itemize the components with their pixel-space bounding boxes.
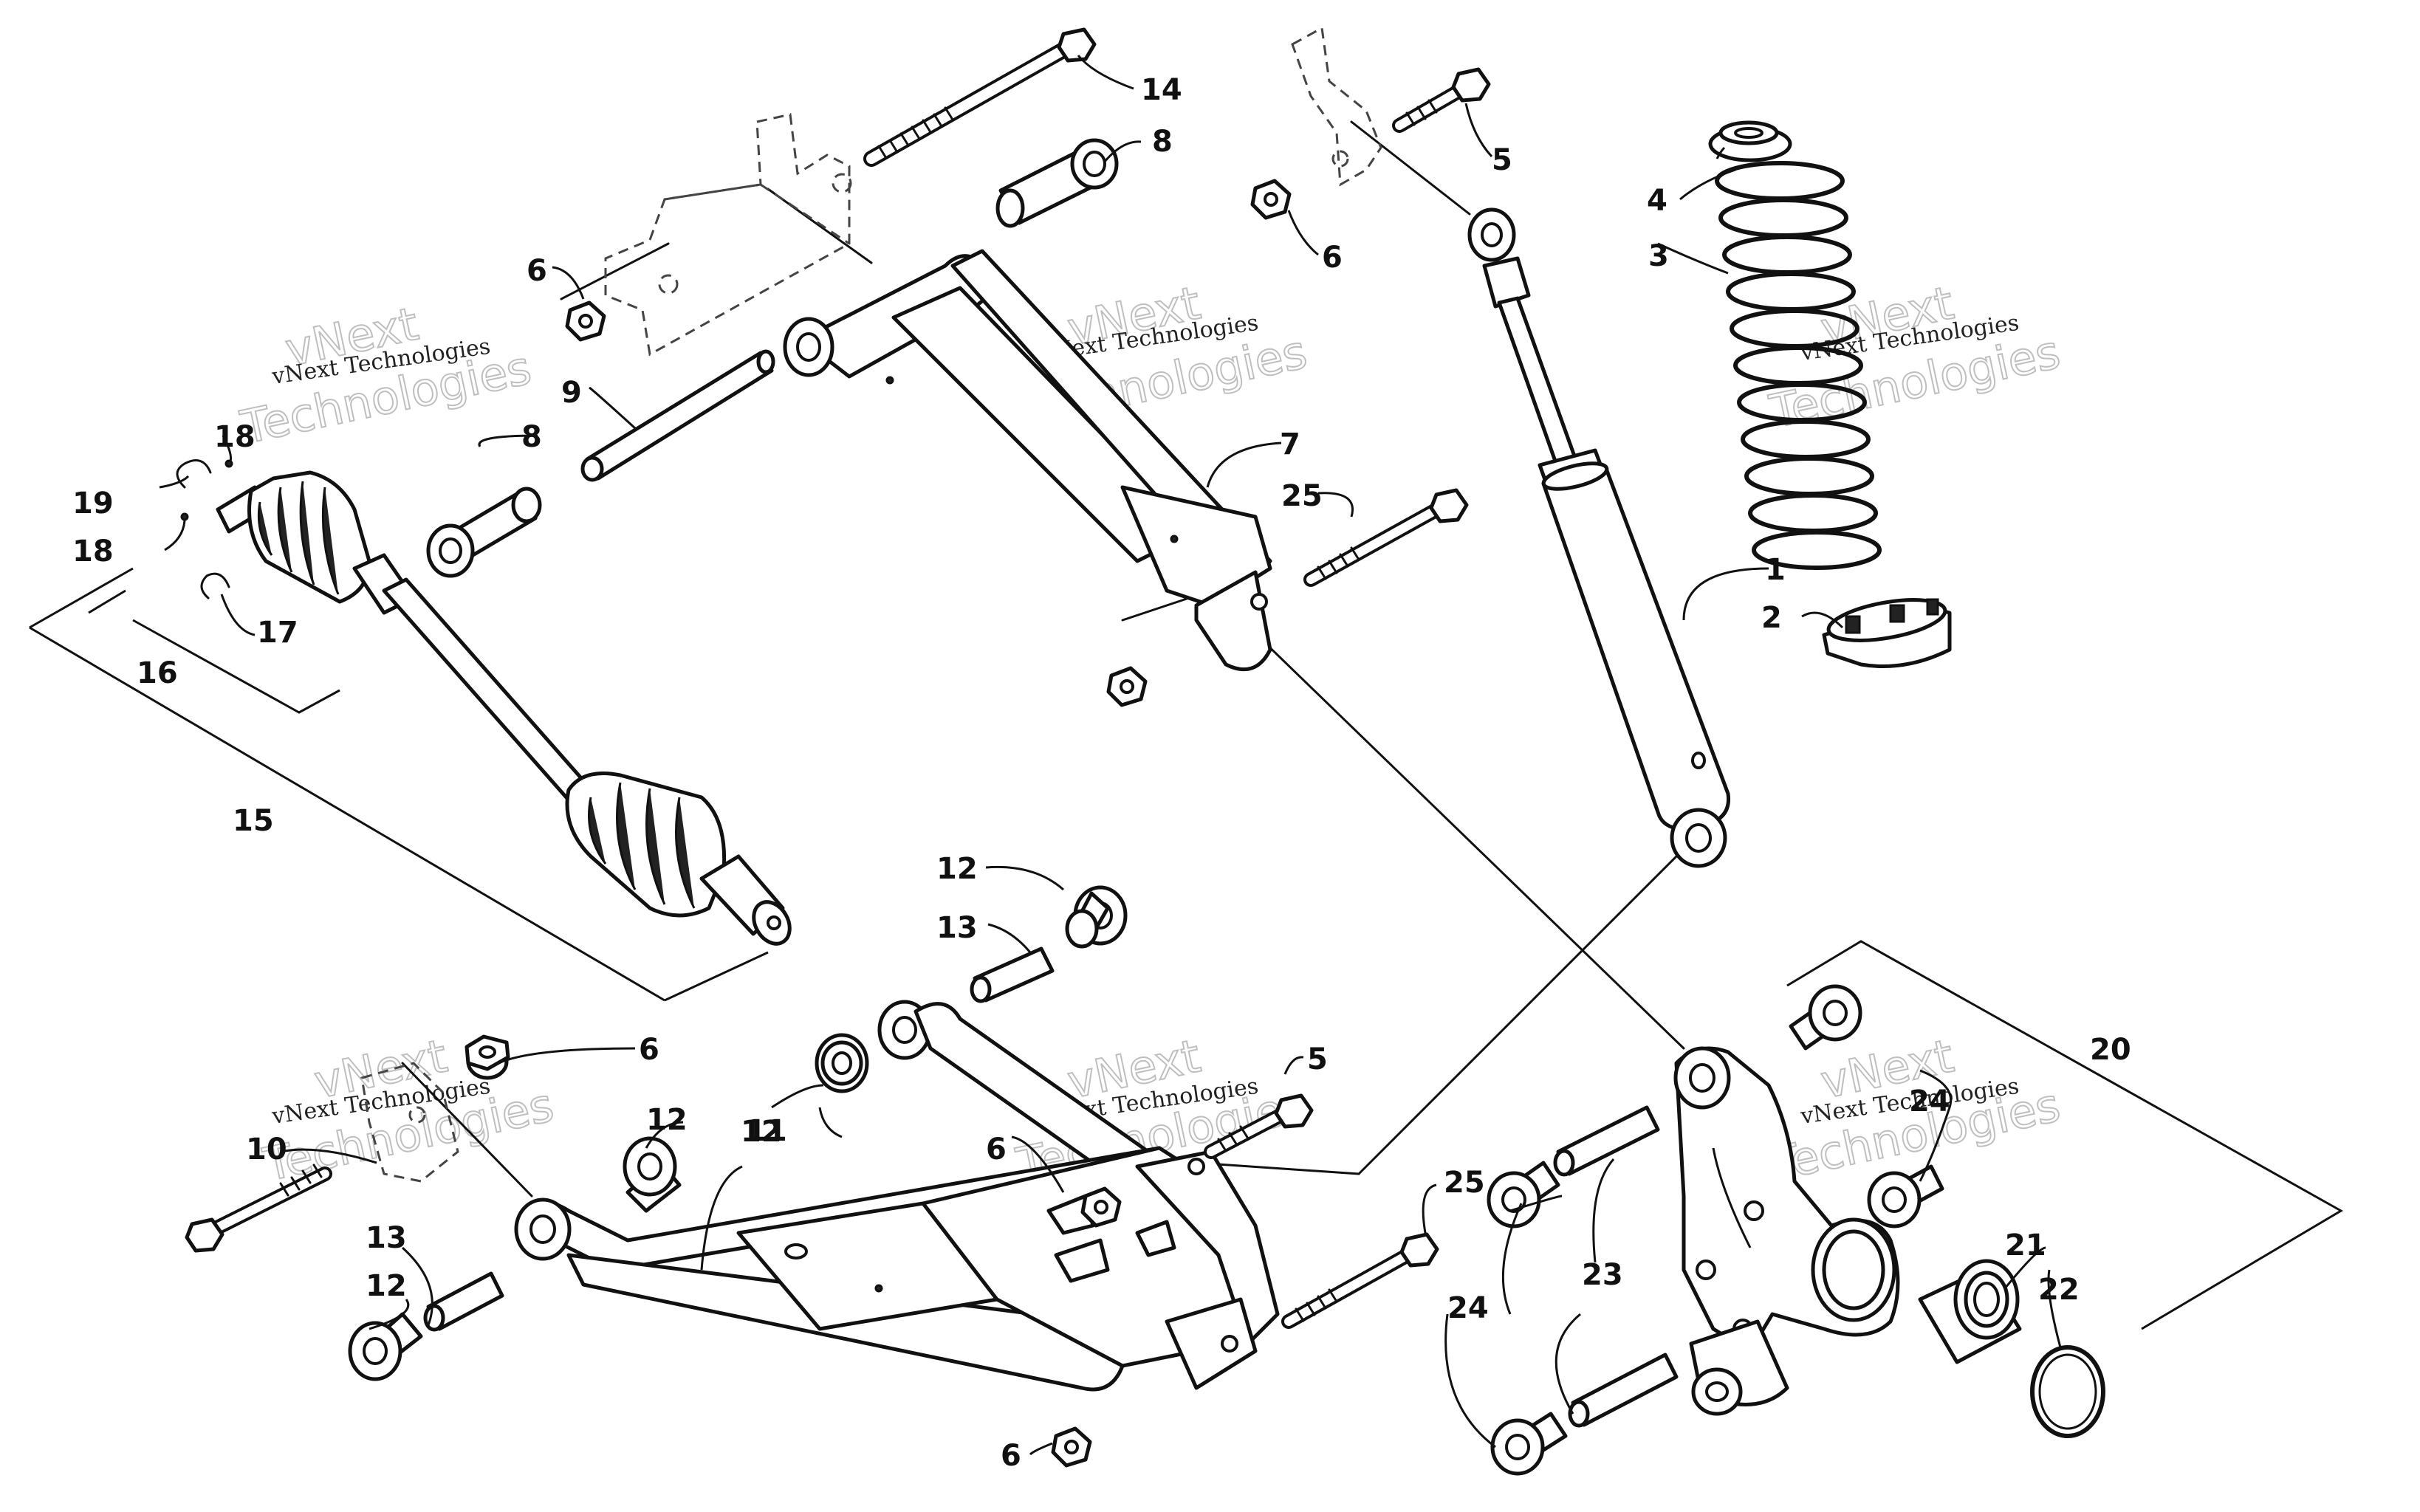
part-12-bushing-side [820, 1040, 863, 1086]
callout-8-left: 8 [521, 420, 542, 454]
part-20-knuckle-assembly [1673, 940, 2344, 1416]
callout-6-upper-left: 6 [527, 254, 547, 288]
callout-20: 20 [2090, 1033, 2131, 1067]
callout-12-final: 12 [741, 1115, 782, 1149]
callout-17: 17 [257, 616, 298, 650]
part-2-spring-seat [1822, 598, 1952, 668]
part-18-snap-ring-bottom [180, 512, 189, 521]
leader-lines [159, 55, 2062, 1456]
part-17-snap-ring [200, 572, 230, 599]
callout-16: 16 [137, 656, 178, 690]
callout-10: 10 [246, 1133, 287, 1166]
callout-12-top: 12 [936, 852, 978, 886]
part-10-bolt [185, 1164, 332, 1253]
part-9-sleeve [580, 349, 775, 482]
part-6-nut-upper-left [565, 300, 606, 342]
frame-bracket-upper-dashed [604, 113, 852, 357]
callout-6-lower-left: 6 [639, 1033, 659, 1067]
shock-mount-bracket-dashed [1291, 26, 1382, 187]
part-23-sleeve-upper [1553, 1105, 1660, 1177]
part-18-snap-ring-top [224, 459, 233, 468]
callout-18-top: 18 [214, 420, 256, 454]
part-25-bolt-bottom [1281, 1232, 1439, 1329]
callout-4: 4 [1647, 184, 1667, 218]
callout-3: 3 [1648, 239, 1669, 273]
part-12-bushing-top [1065, 885, 1128, 949]
callout-18-bottom: 18 [72, 535, 114, 568]
part-5-bolt-bottom [1204, 1093, 1314, 1159]
part-7-upper-a-arm [783, 249, 1272, 672]
callout-9: 9 [561, 376, 582, 410]
callout-6-bottom: 6 [1001, 1439, 1021, 1473]
callout-25-bottom: 25 [1444, 1166, 1485, 1200]
part-12-bushing-left-mid [623, 1136, 682, 1213]
alignment-lines [401, 120, 1715, 1197]
part-4-spring-retainer [1708, 120, 1792, 162]
part-23-sleeve-lower [1568, 1353, 1679, 1428]
part-14-long-bolt [863, 27, 1097, 167]
part-6-nut-lower-left [465, 1034, 510, 1080]
part-15-cv-axle [216, 470, 792, 946]
callout-7: 7 [1280, 427, 1300, 461]
callout-5-bottom: 5 [1307, 1042, 1328, 1076]
callout-24-left: 24 [1447, 1291, 1489, 1325]
part-25-bolt-top [1303, 488, 1469, 587]
callout-6-lower-arm: 6 [986, 1133, 1007, 1166]
callout-23: 23 [1582, 1258, 1623, 1292]
callout-1: 1 [1765, 553, 1786, 587]
callout-13-top: 13 [936, 911, 978, 945]
part-3-coil-spring [1715, 161, 1882, 570]
callout-12-left-low: 12 [366, 1269, 407, 1303]
callout-15: 15 [233, 804, 274, 838]
callout-13-left: 13 [366, 1221, 407, 1255]
callout-21: 21 [2005, 1228, 2046, 1262]
part-6-nut-arm [1106, 666, 1148, 707]
part-22-circlip [2030, 1345, 2105, 1438]
callout-labels: 14 8 5 6 6 4 3 9 8 7 25 1 2 18 19 18 17 … [72, 73, 2131, 1473]
part-24-bushing-knuckle-right [1867, 1164, 1944, 1228]
callout-22: 22 [2038, 1273, 2080, 1307]
callout-11: 11 [746, 1114, 787, 1148]
part-6-nut-bottom [1051, 1426, 1092, 1468]
part-5-bolt-top [1392, 67, 1491, 133]
part-19-circlip [176, 459, 212, 489]
callout-2: 2 [1761, 601, 1782, 635]
part-8-bushing-top [995, 138, 1119, 228]
callout-12-left-mid: 12 [646, 1103, 688, 1137]
callout-6-upper-right: 6 [1322, 241, 1343, 275]
part-24-bushing-left-upper [1487, 1161, 1560, 1228]
callout-19: 19 [72, 487, 114, 520]
callout-24-right: 24 [1909, 1085, 1950, 1118]
part-24-bushing-left-lower [1490, 1412, 1568, 1476]
part-1-shock-absorber [1467, 207, 1731, 868]
part-24-bushing-knuckle-top [1789, 984, 1862, 1051]
callout-25-top: 25 [1281, 479, 1323, 513]
part-6-nut-lower-arm [1080, 1186, 1122, 1228]
part-12-bushing-left-low [348, 1312, 423, 1381]
frame-bracket-lower-dashed [360, 1062, 459, 1183]
part-8-bushing-left [426, 487, 542, 578]
callout-14: 14 [1141, 73, 1182, 107]
part-13-sleeve-left [423, 1271, 504, 1332]
part-6-nut-upper-right [1250, 179, 1292, 220]
callout-8-top: 8 [1152, 125, 1173, 159]
callout-5-top: 5 [1492, 143, 1512, 177]
part-21-bearing [1918, 1259, 2022, 1364]
bracket-lines-15-16 [29, 567, 769, 1002]
part-11-lower-a-arm [514, 1000, 1280, 1392]
part-13-sleeve-top [970, 946, 1055, 1003]
